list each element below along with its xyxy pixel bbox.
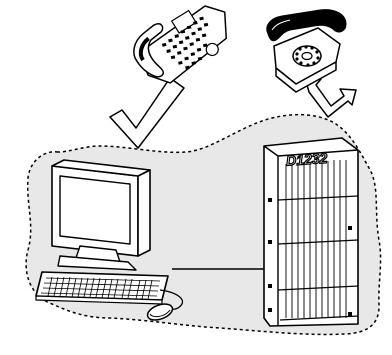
monitor-screen bbox=[60, 176, 130, 244]
keyboard-icon bbox=[36, 272, 168, 304]
multiline-phone-icon bbox=[127, 2, 237, 89]
unit-label: D1232 bbox=[286, 150, 328, 169]
multiline-phone-arrow bbox=[110, 78, 184, 148]
rotary-phone-icon bbox=[267, 10, 346, 92]
rotary-phone-arrow bbox=[305, 78, 356, 117]
pbx-unit-icon: D1232 bbox=[264, 138, 358, 326]
